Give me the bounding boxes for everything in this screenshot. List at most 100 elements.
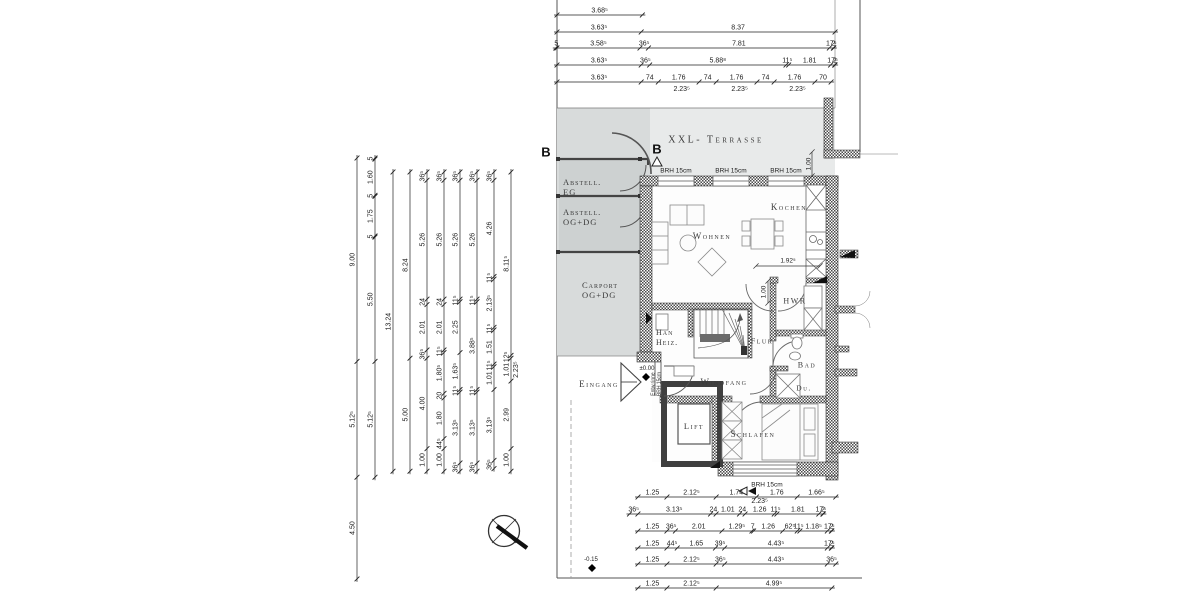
section-letter-b-left: B — [541, 144, 551, 160]
svg-text:8.37: 8.37 — [731, 25, 745, 32]
section-markers — [651, 155, 756, 496]
room-label-flur: Flur — [750, 336, 774, 346]
svg-text:2.12⁵: 2.12⁵ — [683, 490, 700, 497]
level-markers — [588, 373, 650, 572]
svg-text:2: 2 — [830, 524, 834, 531]
svg-text:2: 2 — [832, 41, 836, 48]
svg-text:2.23⁵: 2.23⁵ — [673, 86, 690, 93]
svg-text:1.76: 1.76 — [672, 75, 686, 82]
svg-text:2.13⁵: 2.13⁵ — [487, 295, 494, 312]
svg-text:5: 5 — [368, 194, 375, 198]
terrace-carport-zones — [557, 107, 835, 357]
detail-triangles — [646, 250, 855, 468]
svg-text:3.13⁵: 3.13⁵ — [470, 419, 477, 436]
stairs — [693, 308, 749, 359]
svg-text:1.25: 1.25 — [646, 524, 660, 531]
svg-text:1.29⁵: 1.29⁵ — [729, 524, 746, 531]
svg-text:11⁵: 11⁵ — [470, 386, 477, 396]
room-label-abstell-og: Abstell. OG+DG — [563, 207, 602, 228]
svg-text:24: 24 — [709, 507, 717, 514]
svg-text:4.50: 4.50 — [350, 521, 357, 535]
svg-text:2.23⁵: 2.23⁵ — [513, 361, 520, 378]
svg-text:11⁵: 11⁵ — [487, 323, 494, 333]
svg-text:8.11⁵: 8.11⁵ — [504, 256, 511, 272]
interior-walls — [651, 276, 829, 467]
svg-text:36⁵: 36⁵ — [640, 58, 651, 65]
svg-text:8.24: 8.24 — [403, 258, 410, 272]
svg-text:11⁵: 11⁵ — [487, 273, 494, 283]
svg-text:24: 24 — [420, 298, 427, 306]
level-outside: -0.15 — [584, 557, 598, 563]
svg-text:3.88⁵: 3.88⁵ — [470, 337, 477, 354]
svg-text:2.23⁵: 2.23⁵ — [731, 86, 748, 93]
inline-dim-192: 1.92⁵ — [780, 257, 796, 265]
svg-text:11⁵: 11⁵ — [487, 360, 494, 370]
svg-text:5.00: 5.00 — [403, 408, 410, 422]
room-label-han-heiz: Han Heiz. — [656, 328, 679, 347]
svg-text:5.88⁸: 5.88⁸ — [710, 58, 727, 65]
inline-dim-100-top: 1.00 — [805, 157, 813, 171]
svg-text:2.25: 2.25 — [453, 320, 460, 334]
svg-text:11⁵: 11⁵ — [453, 386, 460, 396]
svg-text:1.81: 1.81 — [803, 58, 817, 65]
svg-text:2.23⁵: 2.23⁵ — [789, 86, 806, 93]
bath-fixtures — [655, 285, 823, 399]
svg-text:1.26: 1.26 — [753, 507, 767, 514]
svg-text:17⁵: 17⁵ — [827, 58, 838, 65]
svg-text:3.63⁵: 3.63⁵ — [591, 58, 608, 65]
svg-text:2.01: 2.01 — [692, 524, 706, 531]
svg-text:36⁵: 36⁵ — [639, 41, 650, 48]
svg-text:36⁵: 36⁵ — [420, 349, 427, 360]
svg-text:5: 5 — [368, 157, 375, 161]
svg-text:5: 5 — [368, 234, 375, 238]
svg-text:1.26: 1.26 — [761, 524, 775, 531]
svg-text:3.63⁵: 3.63⁵ — [591, 75, 608, 82]
svg-text:20: 20 — [437, 392, 444, 400]
svg-text:36⁵: 36⁵ — [420, 171, 427, 182]
room-label-abstell-eg: Abstell. EG — [563, 177, 602, 198]
svg-text:44⁵: 44⁵ — [667, 541, 678, 548]
room-label-du: Du. — [796, 383, 812, 393]
room-label-bad: Bad — [797, 360, 817, 370]
svg-text:1.01: 1.01 — [487, 371, 494, 385]
svg-text:74: 74 — [762, 75, 770, 82]
room-label-eingang: Eingang — [579, 378, 619, 389]
svg-text:1.76: 1.76 — [788, 75, 802, 82]
svg-text:36⁵: 36⁵ — [487, 171, 494, 182]
svg-text:1.76: 1.76 — [730, 75, 744, 82]
svg-text:36⁵: 36⁵ — [453, 171, 460, 182]
svg-text:4.99⁵: 4.99⁵ — [766, 581, 783, 588]
svg-text:1.00: 1.00 — [420, 453, 427, 467]
svg-text:4.43⁵: 4.43⁵ — [768, 557, 785, 564]
svg-text:12⁵: 12⁵ — [504, 351, 511, 362]
svg-text:1.81: 1.81 — [791, 507, 805, 514]
svg-text:2: 2 — [833, 58, 837, 65]
room-label-wohnen: Wohnen — [692, 230, 732, 241]
svg-text:1.51: 1.51 — [487, 340, 494, 354]
svg-text:1.00: 1.00 — [504, 453, 511, 467]
svg-text:1.01: 1.01 — [504, 363, 511, 377]
room-label-lift: Lift — [683, 421, 705, 432]
svg-text:36⁵: 36⁵ — [666, 524, 677, 531]
svg-text:5.26: 5.26 — [437, 233, 444, 247]
svg-text:2.12⁵: 2.12⁵ — [683, 581, 700, 588]
svg-text:1.18⁵: 1.18⁵ — [805, 524, 822, 531]
room-label-kochen: Kochen — [770, 201, 808, 212]
window-note-brh-1: BRH 15cm — [660, 167, 692, 175]
svg-text:17⁵: 17⁵ — [824, 524, 835, 531]
svg-text:24: 24 — [437, 298, 444, 306]
svg-text:2.01: 2.01 — [437, 320, 444, 334]
svg-text:2.12⁵: 2.12⁵ — [683, 557, 700, 564]
svg-text:3.68⁵: 3.68⁵ — [591, 8, 608, 15]
section-letter-b-top: B — [652, 141, 662, 157]
svg-text:1.00: 1.00 — [437, 453, 444, 467]
svg-text:74: 74 — [646, 75, 654, 82]
svg-text:3.58⁵: 3.58⁵ — [590, 41, 607, 48]
svg-text:62⁵: 62⁵ — [785, 524, 796, 531]
svg-text:7.81: 7.81 — [732, 41, 746, 48]
svg-text:36⁵: 36⁵ — [470, 171, 477, 182]
svg-text:4.26: 4.26 — [487, 221, 494, 235]
svg-text:1.80⁵: 1.80⁵ — [437, 365, 444, 382]
